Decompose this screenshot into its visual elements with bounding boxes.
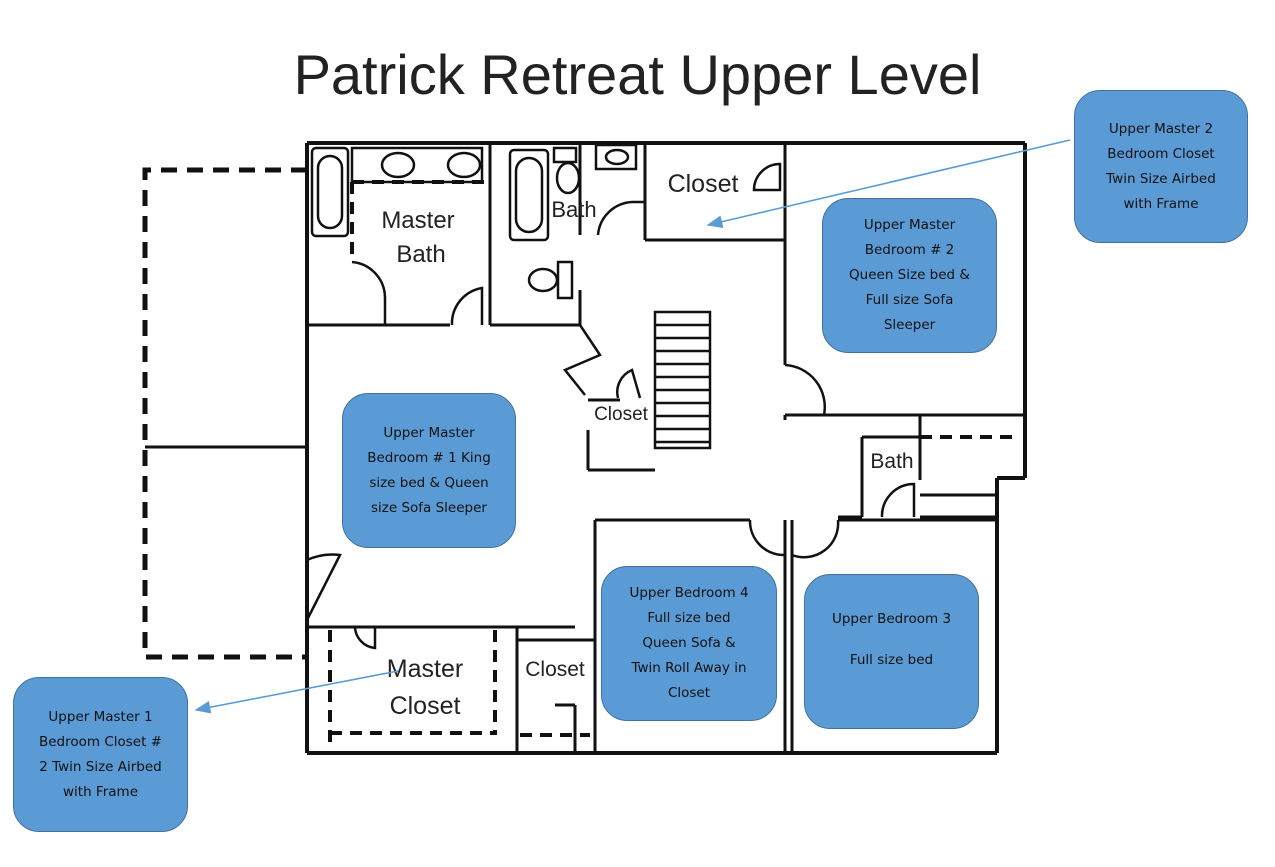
stair-wall <box>562 324 602 396</box>
arrow-upper-master-1-closet <box>194 670 399 714</box>
callout-line: Queen Size bed & <box>849 267 970 283</box>
callout-line: size Sofa Sleeper <box>371 499 487 516</box>
interior-walls <box>307 143 1025 753</box>
callout-upper-master-bedroom-2: Upper Master Bedroom # 2 Queen Size bed … <box>822 198 997 353</box>
callout-line: Upper Bedroom 3 <box>831 610 952 627</box>
master-closet-label-line2: Closet <box>390 692 461 720</box>
callout-line: Twin Size Airbed <box>1106 170 1216 187</box>
callout-line: with Frame <box>1123 195 1199 212</box>
deck-outline <box>142 167 307 660</box>
callout-line: Upper Master <box>863 217 956 233</box>
callout-line: Twin Roll Away in <box>631 660 747 676</box>
bath-top-label: Bath <box>551 197 596 222</box>
callout-line: size bed & Queen <box>369 474 489 491</box>
stairs <box>653 310 712 450</box>
closet-top-label: Closet <box>668 170 739 198</box>
callout-upper-bedroom-3: Upper Bedroom 3 Full size bed <box>804 574 979 729</box>
master-bath-label-line2: Bath <box>396 241 445 268</box>
master-closet-label-line1: Master <box>387 655 463 683</box>
callout-line: Sleeper <box>883 317 936 333</box>
page-title: Patrick Retreat Upper Level <box>293 43 982 106</box>
door-swings <box>305 162 916 650</box>
bath-right-label: Bath <box>870 450 913 473</box>
callout-line: Upper Master <box>383 424 475 441</box>
callout-line: Upper Bedroom 4 <box>629 585 749 601</box>
callout-line: Full size Sofa <box>865 292 954 308</box>
callout-line: 2 Twin Size Airbed <box>39 758 162 775</box>
callout-line: Upper Master 2 <box>1108 120 1214 137</box>
callout-line: Full size bed <box>647 610 731 626</box>
callout-upper-master-2-closet: Upper Master 2 Bedroom Closet Twin Size … <box>1074 90 1248 243</box>
outer-walls <box>305 141 1027 755</box>
arrow-upper-master-2-closet <box>706 139 1071 228</box>
callout-upper-master-1-closet: Upper Master 1 Bedroom Closet # 2 Twin S… <box>13 677 188 832</box>
closet-bottom-label: Closet <box>525 658 585 681</box>
callout-upper-bedroom-4: Upper Bedroom 4 Full size bed Queen Sofa… <box>601 566 777 721</box>
callout-line: Queen Sofa & <box>642 635 736 651</box>
callout-line: with Frame <box>63 783 138 800</box>
callout-line: Full size bed <box>849 651 934 668</box>
callout-line: Closet <box>667 685 711 701</box>
fixtures <box>310 143 638 300</box>
callout-line: Bedroom Closet <box>1107 145 1215 162</box>
callout-upper-master-bedroom-1: Upper Master Bedroom # 1 King size bed &… <box>342 393 516 548</box>
callout-line: Bedroom # 1 King <box>367 449 491 466</box>
callout-line: Upper Master 1 <box>48 708 153 725</box>
master-bath-label-line1: Master <box>381 207 454 234</box>
callout-line: Bedroom Closet # <box>38 733 163 750</box>
callout-line: Bedroom # 2 <box>864 242 955 258</box>
closet-stair-label: Closet <box>594 404 649 425</box>
